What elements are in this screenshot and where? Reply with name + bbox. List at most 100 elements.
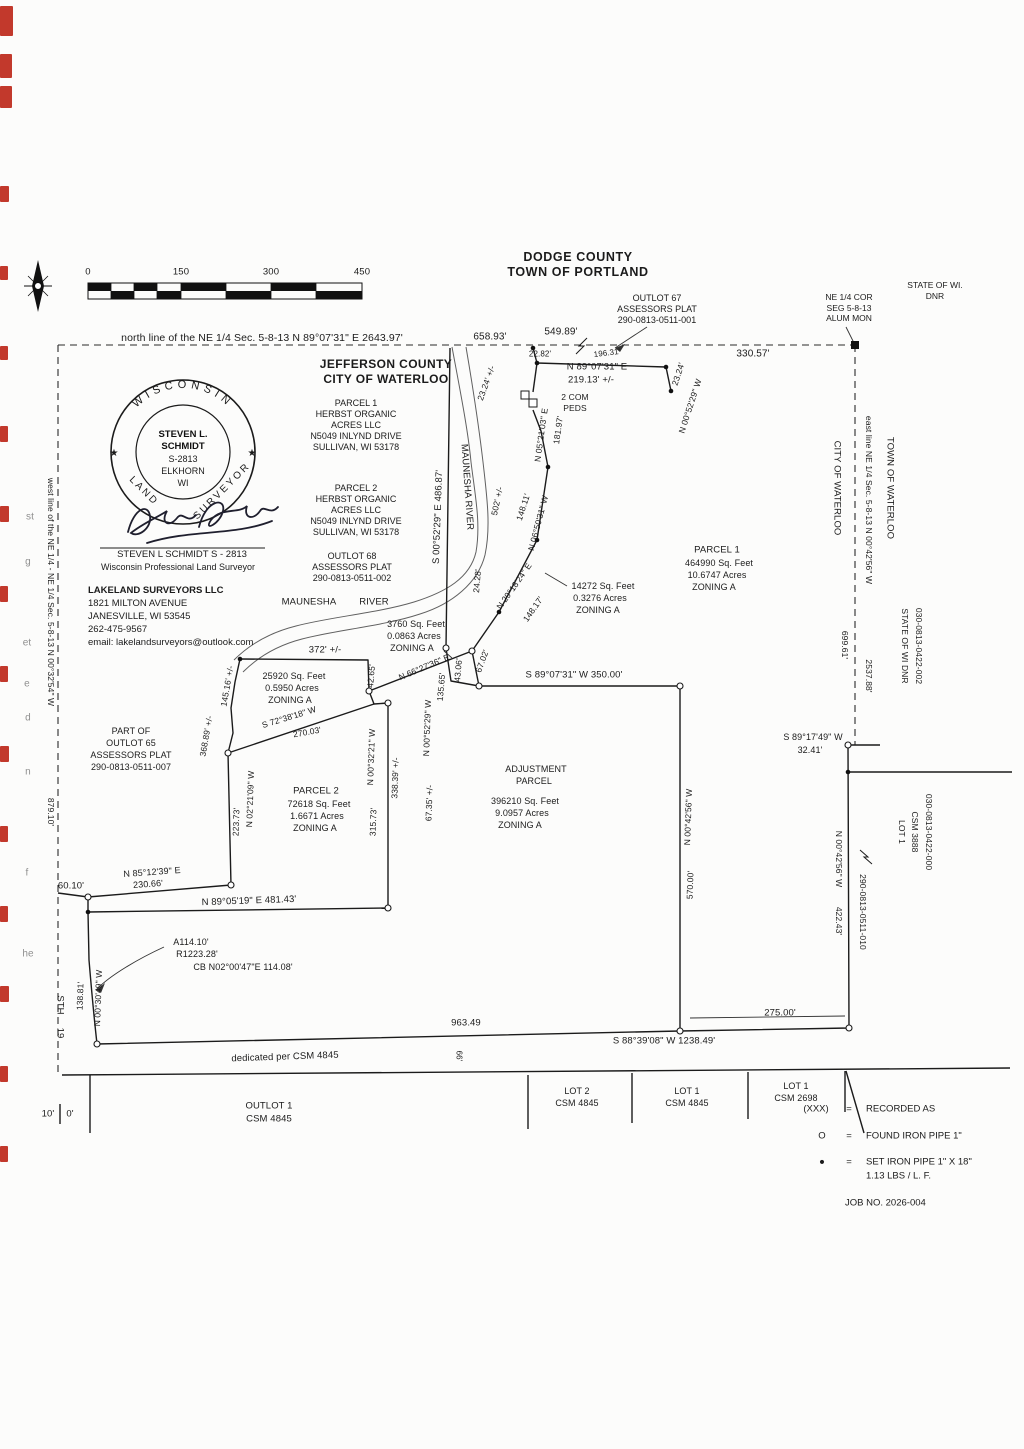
aluminum-monument (851, 341, 859, 349)
com-peds-symbols (520, 390, 538, 408)
legend-set-label2: 1.13 LBS / L. F. (866, 1170, 931, 1182)
bearing-n004256w-570: N 00°42'56" W (682, 788, 694, 846)
scale-tick-0: 0 (85, 266, 91, 278)
edge-fragment: f (25, 867, 29, 879)
set-iron-pipe-monuments (85, 345, 851, 915)
dist-66: 66' (454, 1050, 464, 1062)
lot1-3888-1: LOT 1 (897, 820, 907, 844)
scan-artifact (0, 1146, 8, 1162)
dist-963-49: 963.49 (451, 1017, 481, 1029)
firm-email: email: lakelandsurveyors@outlook.com (88, 637, 254, 648)
bearing-n004256w-422: N 00°42'56" W (834, 830, 844, 888)
scale-bar (87, 282, 363, 300)
edge-fragment: he (22, 948, 34, 960)
lot1-4845-label: LOT 1 (674, 1086, 700, 1096)
outlot1-csm: CSM 4845 (246, 1113, 292, 1125)
scan-artifact (0, 6, 13, 36)
dist-275: 275.00' (764, 1007, 796, 1019)
dist-60-10: 60.10' (57, 880, 85, 892)
signature (127, 501, 279, 544)
equals-sign: = (846, 1103, 852, 1115)
curve-chord: CB N02°00'47"E 114.08' (193, 962, 293, 972)
lot2-csm: CSM 4845 (555, 1098, 599, 1108)
state-dnr-line2: DNR (925, 290, 945, 301)
city-of-waterloo: CITY OF WATERLOO (831, 440, 843, 536)
scale-tick-300: 300 (262, 266, 280, 278)
firm-block: LAKELAND SURVEYORS LLC 1821 MILTON AVENU… (88, 584, 253, 649)
bearing-350: S 89°07'31" W 350.00' (525, 669, 623, 681)
edge-fragment: et (22, 637, 32, 649)
town-title: TOWN OF PORTLAND (507, 265, 649, 279)
jefferson-header: JEFFERSON COUNTY CITY OF WATERLOO (320, 357, 452, 387)
dist-549-89: 549.89' (544, 326, 578, 338)
edge-fragment: st (26, 511, 34, 523)
lot1-4845-csm: CSM 4845 (665, 1098, 709, 1108)
river-label-1: MAUNESHA (281, 596, 337, 608)
parcel1-owner-line5: SULLIVAN, WI 53178 (312, 442, 400, 452)
edge-fragment: g (25, 556, 31, 568)
dist-699-61: 699.61' (840, 630, 850, 660)
lot2-label: LOT 2 (564, 1086, 590, 1096)
found-pipe-symbol: O (818, 1130, 826, 1142)
outlot68-line1: OUTLOT 68 (327, 551, 377, 561)
job-number: JOB NO. 2026-004 (845, 1197, 926, 1209)
city-of-waterloo-title: CITY OF WATERLOO (323, 372, 449, 386)
surveyor-signed-name: STEVEN L SCHMIDT S - 2813 (117, 549, 247, 560)
parcel1-owner-line4: N5049 INLYND DRIVE (310, 431, 402, 441)
scan-artifact (0, 666, 8, 682)
outlot67-line2: ASSESSORS PLAT (617, 304, 697, 314)
adj-zoning: ZONING A (498, 820, 542, 830)
ne-corner-line1: NE 1/4 COR (825, 292, 873, 302)
scan-artifact (0, 826, 8, 842)
area-14272: 14272 Sq. Feet (571, 581, 635, 591)
parcel1-owner-line2: HERBST ORGANIC (315, 409, 397, 419)
offset-10: 10' (41, 1108, 55, 1120)
parcel1-area: 464990 Sq. Feet (684, 558, 754, 568)
parcel1-label: PARCEL 1 (694, 544, 740, 556)
outlot67-note: OUTLOT 67 ASSESSORS PLAT 290-0813-0511-0… (617, 293, 697, 326)
equals-sign: = (846, 1156, 852, 1168)
dist-43-06: 43.06' (451, 657, 465, 683)
outlot65-3: ASSESSORS PLAT (90, 750, 172, 760)
dist-2537-88: 2537.88' (864, 659, 874, 693)
adj-parcel-1: ADJUSTMENT (505, 764, 567, 774)
area-25920: 25920 Sq. Feet (262, 671, 326, 681)
area-14272-acres: 0.3276 Acres (573, 593, 627, 603)
dist-24-28: 24.28' (470, 568, 484, 594)
dist-230-66: 230.66' (132, 877, 164, 891)
bearing-n005229w-p2: N 00°52'29" W (421, 699, 433, 757)
seal-star-right-icon: ★ (248, 448, 257, 459)
com-peds-label-1: 2 COM (561, 392, 589, 402)
outlot68-line2: ASSESSORS PLAT (312, 562, 392, 572)
outlot68-line3: 290-0813-0511-002 (312, 573, 392, 583)
parcel1-zoning: ZONING A (692, 582, 736, 592)
dist-315-73: 315.73' (367, 807, 379, 837)
seal-state: WI (178, 478, 189, 488)
dist-42-65: 42.65' (364, 663, 378, 689)
parcel2-owner-block: PARCEL 2 HERBST ORGANIC ACRES LLC N5049 … (310, 483, 401, 538)
state-dnr-note: STATE OF WI. DNR (907, 280, 962, 301)
area-3760-acres: 0.0863 Acres (387, 631, 441, 641)
dist-219-13: 219.13' +/- (568, 374, 614, 386)
area-25920-acres: 0.5950 Acres (265, 683, 319, 693)
dist-422-43: 422.43' (834, 906, 844, 936)
offset-0: 0' (66, 1108, 74, 1120)
parcel2-area: 72618 Sq. Feet (287, 799, 351, 809)
firm-address1: 1821 MILTON AVENUE (88, 598, 188, 609)
river (233, 346, 489, 673)
scale-tick-450: 450 (353, 266, 371, 278)
north-line-label: north line of the NE 1/4 Sec. 5-8-13 N 8… (121, 332, 403, 344)
adj-parcel-2: PARCEL (516, 776, 552, 786)
scan-artifact (0, 1066, 8, 1082)
outlot65-2: OUTLOT 65 (106, 738, 156, 748)
seal-name-line1: STEVEN L. (158, 429, 207, 440)
dist-223-73: 223.73' (230, 807, 242, 837)
surveyor-seal: WISCONSIN LAND SURVEYOR ★ ★ STEVEN L. SC… (110, 379, 257, 525)
parcel2-zoning: ZONING A (293, 823, 337, 833)
edge-fragment: e (24, 678, 30, 690)
ne-corner-note: NE 1/4 COR SEG 5-8-13 ALUM MON (825, 292, 872, 324)
dist-879-10: 879.10' (46, 797, 56, 827)
area-3760-zoning: ZONING A (390, 643, 434, 653)
